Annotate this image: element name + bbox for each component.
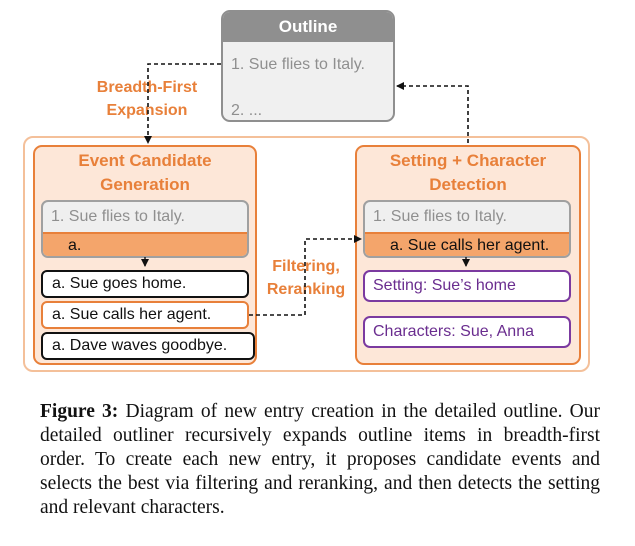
setting-character-panel: Setting + Character Detection 1. Sue fli…	[355, 145, 581, 365]
candidate-event-1: a. Sue goes home.	[41, 270, 249, 298]
caption-label: Figure 3:	[40, 401, 119, 422]
breadth-first-arrow	[144, 63, 221, 144]
filtering-line2: Reranking	[266, 281, 346, 298]
outline-item-1: 1. Sue flies to Italy.	[231, 56, 365, 73]
event-title-line2: Generation	[100, 175, 190, 194]
outline-box: Outline 1. Sue flies to Italy. 2. ...	[221, 10, 395, 122]
event-candidate-title: Event Candidate Generation	[35, 149, 255, 197]
figure-caption: Figure 3: Diagram of new entry creation …	[40, 400, 600, 520]
setting-character-title: Setting + Character Detection	[357, 149, 579, 197]
outline-item-2: 2. ...	[231, 102, 263, 119]
candidate-event-2: a. Sue calls her agent.	[41, 301, 249, 329]
event-title-line1: Event Candidate	[78, 151, 212, 170]
outline-title: Outline	[223, 12, 393, 42]
return-arrow	[396, 82, 469, 143]
filtering-label: Filtering, Reranking	[258, 255, 354, 301]
setting-title-line2: Detection	[429, 175, 507, 194]
characters-result: Characters: Sue, Anna	[363, 316, 571, 348]
event-parent-item: 1. Sue flies to Italy. a.	[41, 200, 249, 258]
setting-parent-text: 1. Sue flies to Italy.	[373, 208, 507, 225]
candidate-event-3: a. Dave waves goodbye.	[41, 332, 255, 360]
setting-result: Setting: Sue’s home	[363, 270, 571, 302]
breadth-first-label: Breadth-First Expansion	[80, 76, 214, 122]
event-new-entry: a.	[43, 232, 247, 256]
breadth-first-line2: Expansion	[106, 102, 188, 119]
breadth-first-line1: Breadth-First	[96, 79, 198, 96]
caption-text: Diagram of new entry creation in the det…	[40, 401, 600, 518]
event-candidate-panel: Event Candidate Generation 1. Sue flies …	[33, 145, 257, 365]
filtering-line1: Filtering,	[272, 258, 340, 275]
setting-title-line1: Setting + Character	[389, 151, 547, 170]
setting-parent-item: 1. Sue flies to Italy. a. Sue calls her …	[363, 200, 571, 258]
setting-selected-entry: a. Sue calls her agent.	[365, 232, 569, 256]
event-parent-text: 1. Sue flies to Italy.	[51, 208, 185, 225]
filtering-arrow	[249, 235, 362, 316]
